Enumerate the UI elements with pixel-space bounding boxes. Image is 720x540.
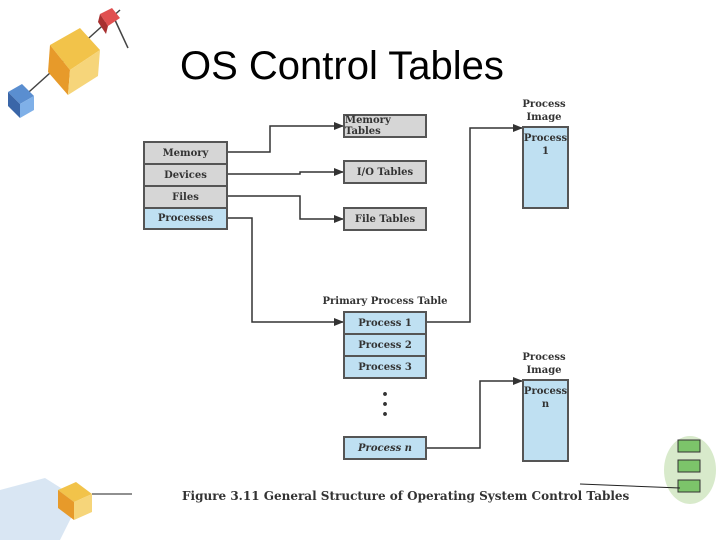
file-tables-box: File Tables (343, 207, 427, 231)
processes-arrow (227, 217, 344, 326)
process1-arrow (427, 124, 523, 323)
process-image-1: Process 1 (522, 126, 569, 209)
io-tables-box: I/O Tables (343, 160, 427, 184)
files-row-label: Files (172, 191, 199, 203)
process-2-label: Process 2 (358, 339, 412, 351)
process-n-row: Process n (343, 436, 427, 460)
processn-arrow (427, 377, 523, 449)
flowchart-hand-icon (579, 436, 716, 504)
primary-process-table-label: Primary Process Table (322, 296, 448, 307)
devices-arrow (227, 168, 344, 176)
process-image-n: Process n (522, 379, 569, 462)
process-n-label: Process n (358, 442, 412, 454)
memory-arrow (227, 122, 344, 153)
slide-title: OS Control Tables (180, 44, 504, 88)
process-image-1-heading: Process Image (522, 99, 566, 123)
process-1-row: Process 1 (343, 311, 427, 335)
memory-row-label: Memory (162, 147, 209, 159)
file-tables-label: File Tables (354, 213, 416, 225)
molecule-cubes-icon (8, 8, 129, 118)
devices-row-label: Devices (164, 169, 207, 181)
memory-tables-box: Memory Tables (343, 114, 427, 138)
process-image-n-heading: Process Image (522, 352, 566, 376)
hand-cube-icon (0, 478, 132, 540)
figure-caption: Figure 3.11 General Structure of Operati… (182, 489, 630, 503)
files-arrow (227, 195, 344, 223)
devices-row: Devices (143, 163, 228, 187)
process-1-label: Process 1 (358, 317, 412, 329)
memory-tables-label: Memory Tables (345, 115, 391, 137)
files-row: Files (143, 185, 228, 209)
process-image-1-name: Process 1 (523, 133, 568, 157)
process-image-n-name: Process n (523, 386, 568, 410)
memory-row: Memory (143, 141, 228, 165)
process-3-label: Process 3 (358, 361, 412, 373)
ellipsis-dots: • • • (381, 388, 389, 421)
process-3-row: Process 3 (343, 355, 427, 379)
io-tables-label: I/O Tables (356, 166, 414, 178)
process-2-row: Process 2 (343, 333, 427, 357)
processes-row-label: Processes (157, 213, 214, 224)
processes-row: Processes (143, 207, 228, 230)
